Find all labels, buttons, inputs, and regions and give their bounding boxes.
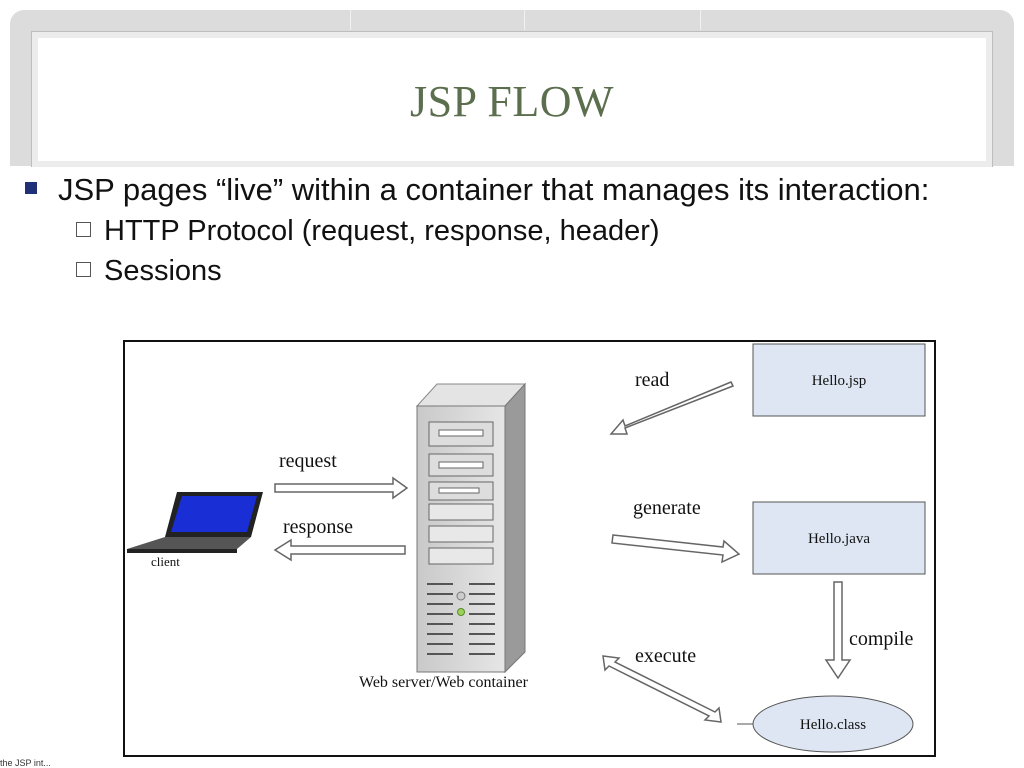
- response-label: response: [283, 516, 353, 538]
- client-label: client: [151, 554, 180, 569]
- server-tower-icon: [415, 382, 527, 674]
- hello-jsp-box: Hello.jsp: [752, 343, 926, 417]
- generate-label: generate: [633, 497, 701, 519]
- laptop-icon: [127, 492, 263, 553]
- read-label: read: [635, 369, 669, 391]
- bullet-item: JSP pages “live” within a container that…: [20, 168, 1010, 211]
- title-panel: [31, 31, 993, 167]
- sub-bullet-text: Sessions: [104, 255, 222, 287]
- frame-divider: [700, 10, 701, 30]
- request-label: request: [279, 450, 337, 472]
- read-arrow: [609, 381, 735, 435]
- execute-arrow: [602, 655, 722, 723]
- sub-bullet-item: Sessions: [20, 251, 1010, 291]
- hollow-square-bullet-icon: [76, 262, 91, 277]
- request-arrow: [274, 476, 409, 500]
- hello-java-label: Hello.java: [808, 531, 870, 547]
- frame-divider: [350, 10, 351, 30]
- compile-arrow: [824, 581, 852, 680]
- response-arrow: [273, 538, 406, 562]
- jsp-flow-diagram: client request response: [123, 340, 936, 757]
- sub-bullet-item: HTTP Protocol (request, response, header…: [20, 211, 1010, 251]
- hello-jsp-label: Hello.jsp: [812, 373, 867, 389]
- square-bullet-icon: [25, 182, 37, 194]
- diagram-canvas: client request response: [127, 343, 926, 753]
- hello-java-box: Hello.java: [752, 501, 926, 575]
- hello-class-label: Hello.class: [800, 717, 866, 733]
- footer-fragment: the JSP int...: [0, 758, 51, 768]
- slide-title: JSP FLOW: [409, 77, 615, 126]
- compile-label: compile: [849, 628, 914, 650]
- server-label: Web server/Web container: [359, 674, 529, 691]
- execute-label: execute: [635, 645, 696, 667]
- hollow-square-bullet-icon: [76, 222, 91, 237]
- bullet-text: JSP pages “live” within a container that…: [58, 172, 930, 207]
- generate-arrow: [611, 534, 741, 564]
- bullet-list: JSP pages “live” within a container that…: [20, 168, 1010, 291]
- frame-divider: [524, 10, 525, 30]
- sub-bullet-text: HTTP Protocol (request, response, header…: [104, 215, 660, 247]
- hello-class-ellipse: Hello.class: [737, 695, 914, 753]
